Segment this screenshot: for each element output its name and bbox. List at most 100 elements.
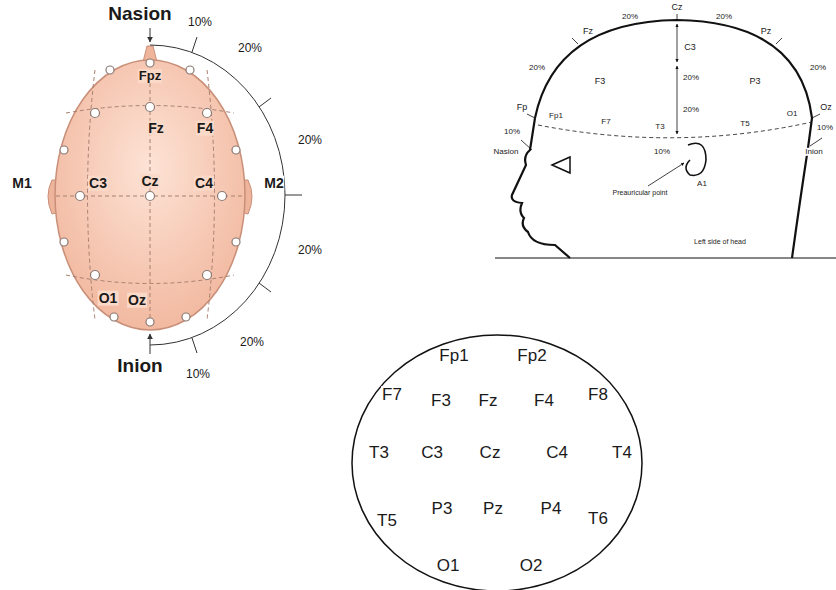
side-guide-line bbox=[521, 140, 532, 150]
measure-arc bbox=[150, 28, 302, 354]
electrode-dot bbox=[232, 146, 240, 154]
percent-label: 20% bbox=[297, 134, 323, 147]
percent-label: 20% bbox=[809, 64, 827, 72]
electrode-label: Fp2 bbox=[516, 347, 547, 365]
electrode-label: O1 bbox=[786, 110, 799, 118]
landmark-label: Inion bbox=[116, 356, 163, 376]
electrode-dot bbox=[182, 313, 190, 321]
measure-arc bbox=[150, 334, 151, 354]
side-guide-line bbox=[538, 122, 812, 138]
electrode-dot bbox=[203, 271, 212, 280]
electrode-label: O1 bbox=[436, 557, 461, 575]
side-guide-line bbox=[677, 24, 678, 62]
side-guide-line bbox=[572, 38, 578, 44]
electrode-label: M2 bbox=[263, 176, 284, 191]
head-side-view bbox=[495, 20, 836, 258]
electrode-label: F4 bbox=[196, 121, 214, 136]
electrode-label: P4 bbox=[540, 500, 563, 518]
percent-label: 10% bbox=[816, 124, 834, 132]
percent-label: 20% bbox=[621, 13, 639, 21]
electrode-dot bbox=[91, 109, 100, 118]
percent-label: 20% bbox=[682, 106, 700, 114]
electrode-label: C3 bbox=[88, 176, 108, 191]
head-top-view bbox=[48, 46, 252, 330]
head-side-view bbox=[686, 143, 706, 175]
electrode-label: Fz bbox=[147, 121, 165, 136]
electrode-label: C4 bbox=[545, 444, 569, 462]
electrode-dot bbox=[146, 192, 155, 201]
electrode-label: C3 bbox=[420, 444, 444, 462]
electrode-label: F7 bbox=[381, 386, 403, 404]
grid-line bbox=[207, 70, 215, 320]
head-side-view bbox=[495, 258, 836, 259]
measure-arc bbox=[150, 45, 285, 345]
side-guide-line bbox=[776, 38, 782, 44]
electrode-dot bbox=[76, 192, 85, 201]
electrode-label: F3 bbox=[430, 392, 452, 410]
electrode-label: C3 bbox=[683, 43, 697, 52]
electrode-label: Fp bbox=[516, 103, 529, 112]
head-side-view bbox=[552, 157, 570, 173]
head-side-view bbox=[535, 20, 812, 258]
electrode-dot bbox=[203, 109, 212, 118]
electrode-label: P3 bbox=[748, 77, 761, 86]
landmark-label: Nasion bbox=[493, 148, 520, 156]
electrode-label: Oz bbox=[127, 293, 147, 308]
landmark-label: Nasion bbox=[107, 4, 172, 24]
electrode-map-outline bbox=[352, 335, 642, 590]
side-guide-line bbox=[677, 66, 678, 134]
electrode-label: T5 bbox=[376, 512, 398, 530]
percent-label: 20% bbox=[239, 336, 265, 349]
electrode-label: A1 bbox=[696, 180, 708, 188]
electrode-label: T4 bbox=[611, 444, 633, 462]
electrode-label: Cz bbox=[140, 174, 159, 189]
percent-label: 10% bbox=[185, 368, 211, 381]
electrode-label: P3 bbox=[431, 500, 454, 518]
measure-arc bbox=[285, 195, 302, 196]
electrode-label: F3 bbox=[594, 77, 607, 86]
electrode-label: Fp1 bbox=[438, 347, 469, 365]
percent-label: 20% bbox=[528, 64, 546, 72]
electrode-label: Pz bbox=[482, 500, 504, 518]
measure-arc bbox=[259, 283, 271, 292]
electrode-label: F8 bbox=[587, 386, 609, 404]
electrode-dot bbox=[232, 238, 240, 246]
caption-label: Left side of head bbox=[693, 238, 747, 245]
electrode-label: Fz bbox=[478, 392, 499, 410]
side-guide-line bbox=[810, 138, 822, 146]
measure-arc bbox=[192, 37, 197, 52]
percent-label: 10% bbox=[503, 128, 521, 136]
side-guide-line bbox=[677, 14, 678, 20]
electrode-dot bbox=[146, 318, 154, 326]
electrode-label: T5 bbox=[739, 120, 750, 128]
side-guide-line bbox=[527, 114, 535, 118]
electrode-dot bbox=[146, 59, 154, 67]
percent-label: 20% bbox=[682, 74, 700, 82]
head-side-view bbox=[512, 118, 570, 258]
side-guide-line bbox=[521, 14, 822, 186]
electrode-label: Pz bbox=[760, 27, 773, 36]
electrode-label: M1 bbox=[11, 176, 32, 191]
electrode-label: Fp1 bbox=[548, 112, 564, 120]
electrode-label: T3 bbox=[368, 444, 390, 462]
percent-label: 10% bbox=[187, 16, 213, 29]
electrode-dot bbox=[110, 313, 118, 321]
electrode-dot bbox=[60, 238, 68, 246]
electrode-label: F4 bbox=[533, 392, 555, 410]
percent-label: 20% bbox=[237, 42, 263, 55]
head-top-view bbox=[55, 60, 245, 330]
electrode-dot bbox=[186, 66, 194, 74]
electrode-label: Fz bbox=[582, 27, 594, 36]
percent-label: 10% bbox=[653, 148, 671, 156]
electrode-label: Cz bbox=[671, 3, 684, 12]
measure-arc bbox=[259, 98, 271, 107]
landmark-label: Inion bbox=[804, 148, 823, 156]
electrode-dot bbox=[91, 271, 100, 280]
landmark-label: Preauricular point bbox=[612, 189, 669, 196]
electrode-label: O1 bbox=[98, 291, 119, 306]
electrode-dot bbox=[60, 146, 68, 154]
side-guide-line bbox=[648, 163, 684, 186]
electrode-label: T3 bbox=[654, 123, 665, 131]
